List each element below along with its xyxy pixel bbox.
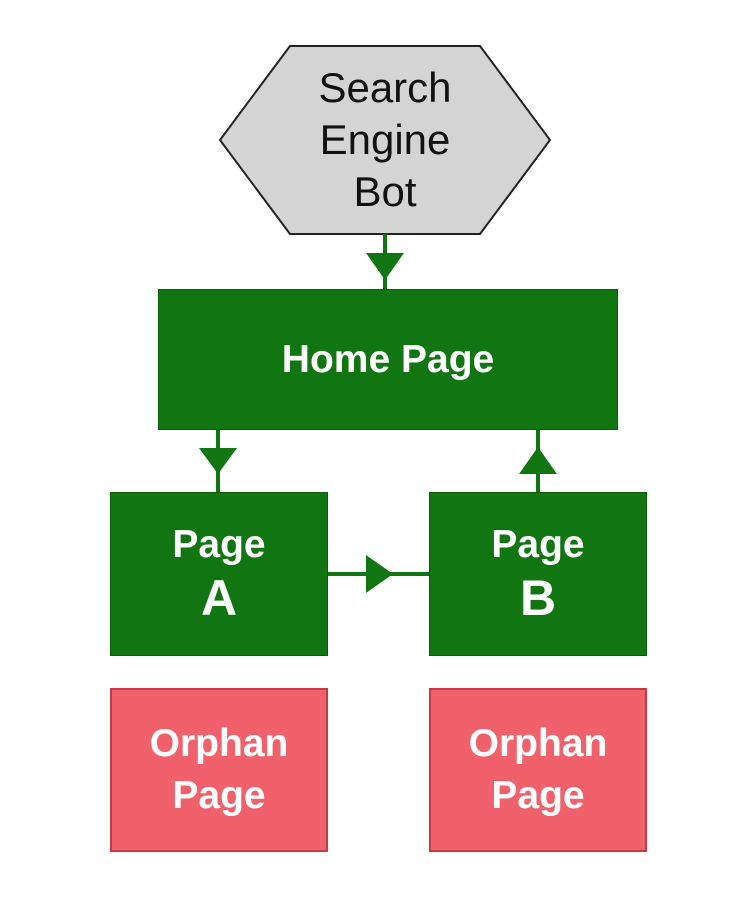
bot-label-line3: Bot <box>353 168 417 215</box>
bot-label-line2: Engine <box>319 116 451 163</box>
edge-home-to-page-a <box>199 430 237 492</box>
orphan-page-node-2: Orphan Page <box>429 688 647 852</box>
home-page-label: Home Page <box>281 337 495 381</box>
page-a-label-line1: Page <box>172 523 266 566</box>
arrowhead-down <box>366 253 404 280</box>
bot-node: Search Engine Bot <box>220 46 550 234</box>
arrowhead-down <box>199 448 237 474</box>
orphan-2-label-line2: Page <box>491 774 585 817</box>
edge-page-b-to-home <box>519 430 557 492</box>
orphan-2-label-line1: Orphan <box>468 722 608 765</box>
arrowhead-right <box>366 555 393 593</box>
orphan-1-label-line2: Page <box>172 774 266 817</box>
page-b-node: Page B <box>429 492 647 656</box>
arrowhead-up <box>519 447 557 474</box>
page-a-label-line2: A <box>200 570 238 626</box>
page-b-label-line1: Page <box>491 523 585 566</box>
bot-hexagon <box>218 45 552 235</box>
home-page-node: Home Page <box>158 289 618 430</box>
page-a-node: Page A <box>110 492 328 656</box>
edge-page-a-to-page-b <box>328 555 429 593</box>
orphan-page-node-1: Orphan Page <box>110 688 328 852</box>
page-b-label-line2: B <box>519 570 557 626</box>
bot-label-line1: Search <box>318 64 452 111</box>
orphan-1-label-line1: Orphan <box>149 722 289 765</box>
edge-bot-to-home <box>366 234 404 289</box>
